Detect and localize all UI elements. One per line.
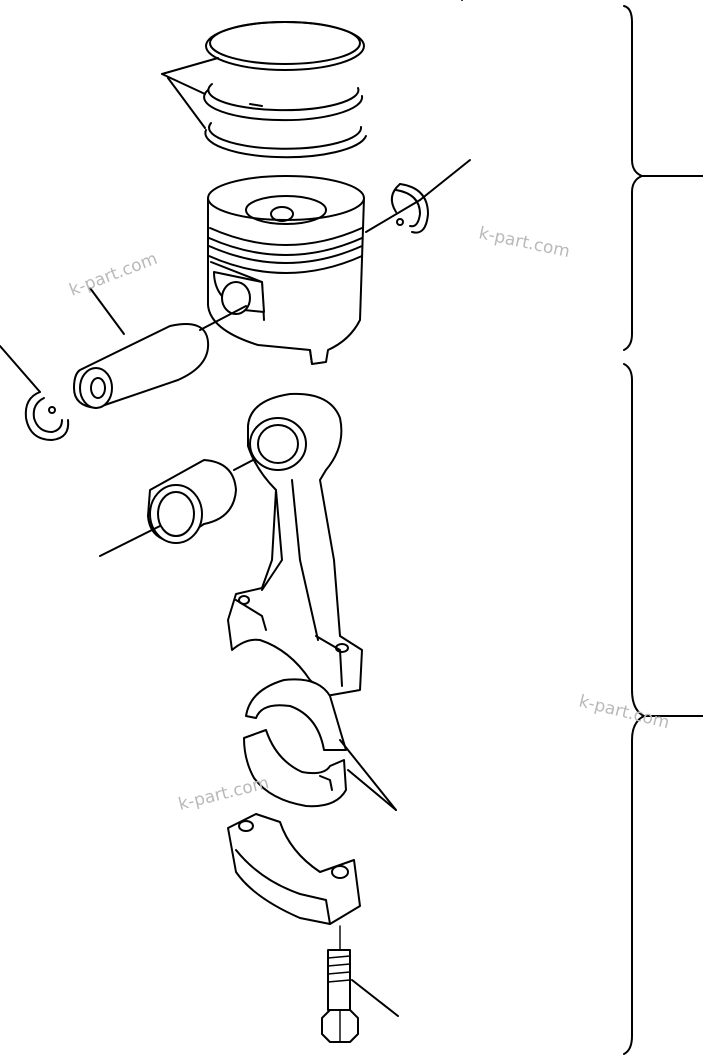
bearing-shell-lower — [243, 729, 347, 808]
watermark-text: k-part.com — [67, 249, 161, 301]
snap-ring-right — [365, 159, 471, 234]
rod-bolt — [321, 925, 399, 1043]
bracket-connecting-rod — [623, 363, 703, 1055]
bracket-piston-rings — [623, 5, 703, 351]
piston — [207, 175, 365, 365]
rod-cap — [227, 813, 361, 925]
ring-leader-lines — [161, 57, 219, 129]
snap-ring-left — [0, 345, 70, 441]
bearing-leader-lines — [339, 739, 397, 811]
watermark-text: k-part.com — [176, 773, 271, 815]
connecting-rod — [227, 392, 363, 697]
piston-pin — [73, 287, 247, 409]
small-end-bushing — [99, 445, 281, 557]
bearing-shell-upper — [245, 678, 347, 751]
watermark-text: k-part.com — [477, 223, 572, 262]
piston-rings — [203, 0, 463, 159]
watermark-text: k-part.com — [577, 691, 672, 733]
